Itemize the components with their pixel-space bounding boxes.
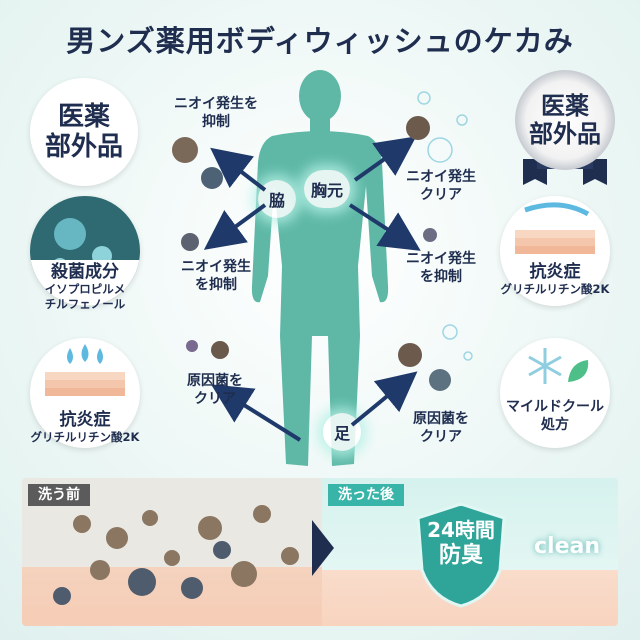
germ-cluster-icon bbox=[53, 505, 299, 605]
feature-anti-inflammatory-right-label: 抗炎症 グリチルリチン酸2K bbox=[488, 262, 622, 297]
feature-subtitle: チルフェノール bbox=[44, 297, 126, 311]
callout-line: クリア bbox=[420, 429, 462, 445]
callout-foot-right: 原因菌を クリア bbox=[386, 410, 496, 446]
feature-mild-cool-label: マイルドクール 処方 bbox=[488, 398, 622, 434]
feature-title: マイルドクール bbox=[506, 399, 604, 415]
quasi-drug-badge-right: 医薬 部外品 bbox=[515, 70, 615, 170]
callout-line: を抑制 bbox=[195, 277, 237, 293]
feature-subtitle: イソプロピルメ bbox=[44, 282, 126, 296]
germ-icon bbox=[172, 116, 451, 391]
callout-line: を抑制 bbox=[420, 269, 462, 285]
callout-chest-top: ニオイ発生 クリア bbox=[386, 168, 496, 204]
callout-line: ニオイ発生 bbox=[406, 169, 476, 185]
after-label: 洗った後 bbox=[328, 484, 404, 506]
bubble-icon bbox=[417, 91, 473, 361]
callout-line: クリア bbox=[420, 187, 462, 203]
before-after-comparison: 洗う前 洗った後 24時間 防臭 cle bbox=[22, 478, 618, 626]
feature-subtitle: グリチルリチン酸2K bbox=[500, 282, 610, 296]
before-label: 洗う前 bbox=[28, 484, 90, 506]
skin-drop-icon bbox=[45, 344, 125, 396]
callout-line: 原因菌を bbox=[187, 373, 243, 389]
callout-line: 原因菌を bbox=[413, 411, 469, 427]
shield-line: 24時間 bbox=[427, 518, 495, 542]
callout-armpit-bottom: ニオイ発生 を抑制 bbox=[158, 258, 274, 294]
callout-line: ニオイ発生 bbox=[406, 251, 476, 267]
feature-anti-inflammatory-left bbox=[30, 338, 140, 448]
feature-bactericide bbox=[30, 196, 140, 306]
callout-line: ニオイ発生を bbox=[174, 96, 258, 112]
shield-line: 防臭 bbox=[438, 543, 483, 568]
quasi-drug-badge-left: 医薬 部外品 bbox=[30, 78, 138, 186]
feature-mild-cool bbox=[500, 338, 610, 448]
feature-bactericide-label: 殺菌成分 イソプロピルメ チルフェノール bbox=[20, 262, 150, 312]
callout-line: クリア bbox=[194, 391, 236, 407]
callout-chest-bottom: ニオイ発生 を抑制 bbox=[386, 250, 496, 286]
callout-line: ニオイ発生 bbox=[181, 259, 251, 275]
clean-label: clean bbox=[534, 534, 601, 559]
feature-title: 抗炎症 bbox=[59, 410, 111, 430]
badge-line-2: 部外品 bbox=[529, 120, 601, 148]
bacteria-icon bbox=[30, 196, 140, 306]
shield-icon bbox=[416, 502, 506, 608]
skin-layers-icon bbox=[515, 202, 595, 254]
zone-foot: 足 bbox=[323, 413, 361, 451]
page-title: 男ンズ薬用ボディウィッシュのケカみ bbox=[66, 24, 574, 58]
zone-armpit: 脇 bbox=[258, 180, 296, 218]
chevron-right-icon bbox=[312, 520, 334, 576]
feature-title: 殺菌成分 bbox=[51, 262, 119, 282]
badge-line-1: 医薬 bbox=[57, 102, 110, 132]
snowflake-leaf-icon bbox=[528, 348, 589, 384]
feature-anti-inflammatory-left-label: 抗炎症 グリチルリチン酸2K bbox=[18, 410, 152, 445]
feature-anti-inflammatory-right bbox=[500, 196, 610, 306]
callout-line: 抑制 bbox=[202, 114, 230, 130]
feature-subtitle: グリチルリチン酸2K bbox=[30, 430, 140, 444]
zone-chest: 胸元 bbox=[304, 170, 350, 208]
after-panel: 洗った後 24時間 防臭 clean bbox=[322, 478, 618, 626]
feature-title: 抗炎症 bbox=[529, 262, 581, 282]
callout-foot-left: 原因菌を クリア bbox=[160, 372, 270, 408]
callout-armpit-top: ニオイ発生を 抑制 bbox=[158, 95, 274, 131]
feature-title: 処方 bbox=[541, 417, 569, 433]
badge-line-1: 医薬 bbox=[541, 92, 589, 120]
badge-line-2: 部外品 bbox=[44, 132, 123, 162]
before-panel: 洗う前 bbox=[22, 478, 322, 626]
shield-label: 24時間 防臭 bbox=[422, 518, 500, 570]
